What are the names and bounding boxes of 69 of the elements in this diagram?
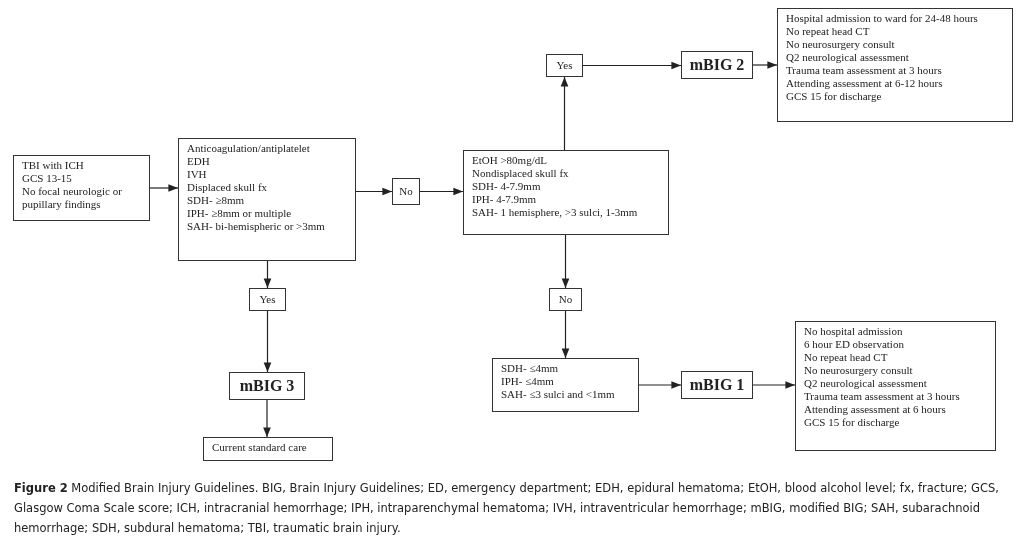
box-text: SDH- ≥8mm (187, 194, 246, 207)
box-text: No hospital admission (804, 325, 904, 338)
process-box (178, 138, 356, 261)
box-text: Attending assessment at 6 hours (804, 403, 947, 416)
arrow (263, 260, 272, 289)
box-text: No repeat head CT (786, 25, 871, 38)
arrow (149, 184, 179, 192)
box-text: EDH (187, 155, 211, 168)
box-text: SAH- ≤3 sulci and <1mm (501, 388, 616, 401)
box-text: Attending assessment at 6-12 hours (786, 77, 944, 90)
box-text: EtOH >80mg/dL (472, 154, 548, 167)
box-text: No neurosurgery consult (804, 364, 914, 377)
box-text: Yes (556, 59, 573, 72)
box-text: mBIG 2 (689, 56, 745, 74)
outcome-box (681, 371, 753, 399)
box-text: Q2 neurological assessment (786, 51, 910, 64)
decision-box (392, 178, 420, 205)
arrow (752, 381, 796, 389)
box-text: GCS 13-15 (22, 172, 73, 185)
arrow (638, 381, 682, 389)
box-text: IPH- ≥8mm or multiple (187, 207, 293, 220)
decision-box (549, 288, 582, 311)
box-text: No (399, 185, 413, 198)
arrow (355, 187, 393, 196)
box-text: Displaced skull fx (187, 181, 269, 194)
box-text: IPH- 4-7.9mm (472, 193, 538, 206)
decision-box (249, 288, 286, 311)
box-text: Nondisplaced skull fx (472, 167, 570, 180)
figure-caption: Figure 2 Modified Brain Injury Guidelines. BIG, Brain Injury Guidelines; ED, emergency department; EDH, epidural hematoma; EtOH, blood alcohol level; fx, fracture; GCS, Glasgow Coma Scale score; ICH, intracranial hemorrhage; IPH, intraparenchymal hematoma; IVH, intraventricular hemorrhage; mBIG, modified BIG; SAH, subarachnoid hemorrhage; SDH, subdural hematoma; TBI, traumatic brain injury. (14, 480, 1000, 537)
arrow (582, 61, 682, 70)
box-text: SDH- 4-7.9mm (472, 180, 542, 193)
box-text: Trauma team assessment at 3 hours (786, 64, 943, 77)
process-box (795, 321, 996, 451)
arrow (263, 310, 272, 373)
outcome-box (681, 51, 753, 79)
box-text: Current standard care (212, 441, 308, 454)
box-text: No neurosurgery consult (786, 38, 896, 51)
box-text: TBI with ICH (22, 159, 85, 172)
box-text: No (558, 293, 573, 306)
box-text: mBIG 3 (239, 377, 295, 395)
box-text: Hospital admission to ward for 24-48 hours (786, 12, 979, 25)
process-box (13, 155, 150, 221)
process-box (203, 437, 333, 461)
box-text: Trauma team assessment at 3 hours (804, 390, 961, 403)
box-text: GCS 15 for discharge (804, 416, 901, 429)
process-box (492, 358, 639, 412)
box-text: No repeat head CT (804, 351, 889, 364)
box-text: Q2 neurological assessment (804, 377, 928, 390)
process-box (463, 150, 669, 235)
box-text: mBIG 1 (689, 376, 745, 394)
box-text: Anticoagulation/antiplatelet (187, 142, 311, 155)
box-text: No focal neurologic or pupillary findings (22, 185, 123, 211)
arrow (561, 234, 570, 289)
arrow (752, 61, 778, 69)
box-text: Yes (259, 293, 276, 306)
decision-box (546, 54, 583, 77)
box-text: 6 hour ED observation (804, 338, 905, 351)
arrow (561, 310, 570, 359)
arrow (263, 399, 271, 438)
box-text: SAH- bi-hemispheric or >3mm (187, 220, 326, 233)
arrow (560, 76, 569, 151)
outcome-box (229, 372, 305, 400)
arrow (419, 187, 464, 196)
box-text: SDH- ≤4mm (501, 362, 560, 375)
box-text: IPH- ≤4mm (501, 375, 555, 388)
box-text: GCS 15 for discharge (786, 90, 883, 103)
box-text: IVH (187, 168, 208, 181)
process-box (777, 8, 1013, 122)
box-text: SAH- 1 hemisphere, >3 sulci, 1-3mm (472, 206, 639, 219)
